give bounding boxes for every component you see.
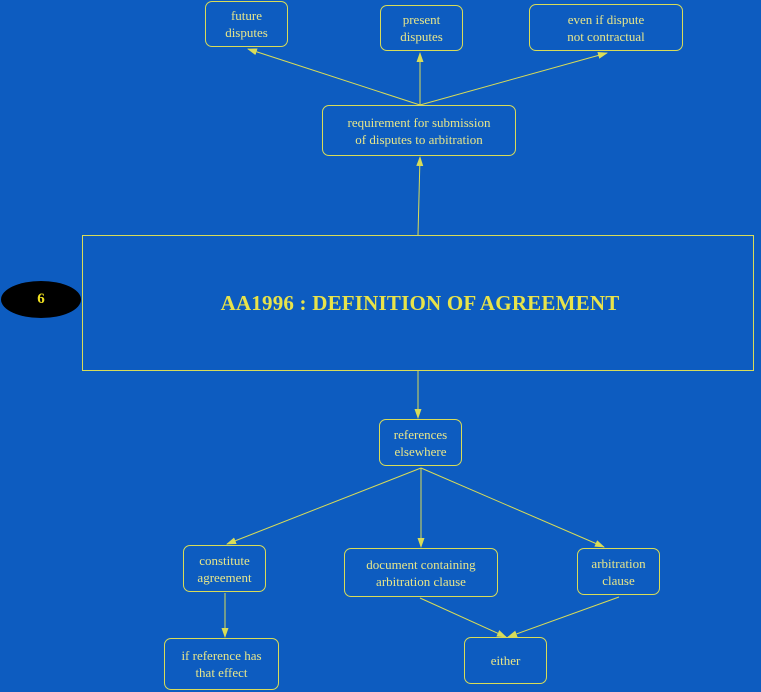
node-constitute-agreement: constitute agreement xyxy=(183,545,266,592)
edge-references-to-constitute xyxy=(226,467,422,545)
node-either: either xyxy=(464,637,547,684)
node-if-reference-has-that-effect: if reference has that effect xyxy=(164,638,279,690)
edge-requirement-to-future xyxy=(247,48,421,106)
edge-references-to-arbitration_clause xyxy=(420,467,605,548)
node-even-if-dispute-not-contractual: even if dispute not contractual xyxy=(529,4,683,51)
section-number-badge: 6 xyxy=(1,281,81,318)
node-references-elsewhere: references elsewhere xyxy=(379,419,462,466)
edge-main-to-requirement xyxy=(416,156,424,236)
node-document-containing-arbitration-clause: document containing arbitration clause xyxy=(344,548,498,597)
node-arbitration-clause: arbitration clause xyxy=(577,548,660,595)
node-future-disputes: future disputes xyxy=(205,1,288,47)
main-title: AA1996 : DEFINITION OF AGREEMENT xyxy=(220,290,620,315)
main-title-box: AA1996 : DEFINITION OF AGREEMENT xyxy=(82,235,754,371)
edge-arbitration_clause-to-either xyxy=(507,596,620,638)
edge-document-to-either xyxy=(419,597,507,638)
edge-requirement-to-non_contractual xyxy=(419,52,608,106)
node-requirement-for-submission: requirement for submission of disputes t… xyxy=(322,105,516,156)
node-present-disputes: present disputes xyxy=(380,5,463,51)
